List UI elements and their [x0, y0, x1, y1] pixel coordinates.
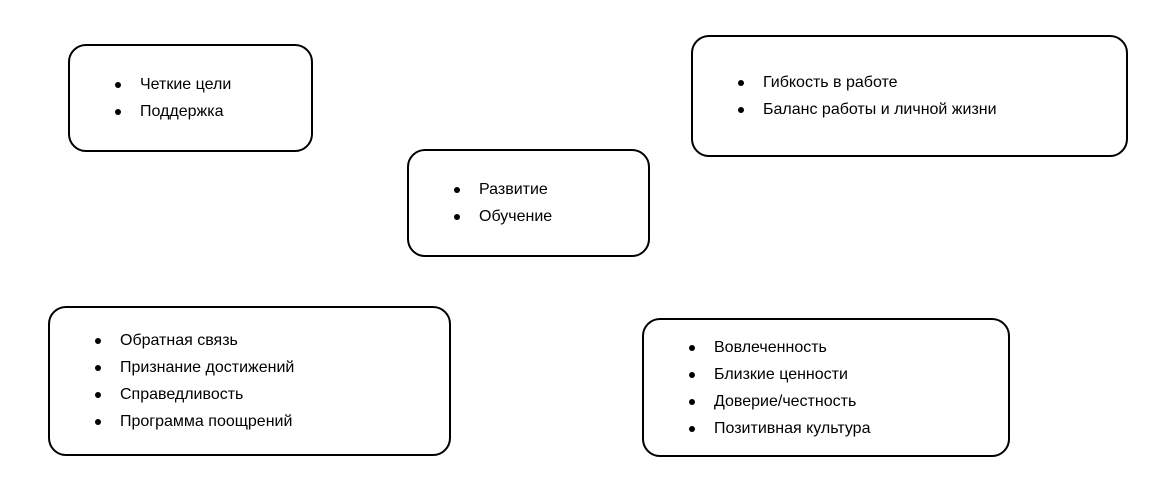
list-item: Поддержка	[114, 98, 231, 125]
list-item: Обучение	[453, 203, 552, 230]
node-development-training: Развитие Обучение	[407, 149, 650, 257]
list-item: Близкие ценности	[688, 361, 870, 388]
list-item: Гибкость в работе	[737, 69, 997, 96]
node-goals-support: Четкие цели Поддержка	[68, 44, 313, 152]
list-item: Справедливость	[94, 381, 294, 408]
bullet-list: Вовлеченность Близкие ценности Доверие/ч…	[644, 334, 880, 442]
list-item: Развитие	[453, 176, 552, 203]
list-item: Признание достижений	[94, 354, 294, 381]
list-item: Баланс работы и личной жизни	[737, 96, 997, 123]
list-item: Обратная связь	[94, 327, 294, 354]
bullet-list: Развитие Обучение	[409, 176, 562, 230]
bullet-list: Четкие цели Поддержка	[70, 71, 241, 125]
list-item: Четкие цели	[114, 71, 231, 98]
node-flexibility-balance: Гибкость в работе Баланс работы и личной…	[691, 35, 1128, 157]
node-engagement-culture: Вовлеченность Близкие ценности Доверие/ч…	[642, 318, 1010, 457]
node-feedback-recognition: Обратная связь Признание достижений Спра…	[48, 306, 451, 456]
list-item: Программа поощрений	[94, 408, 294, 435]
list-item: Вовлеченность	[688, 334, 870, 361]
list-item: Позитивная культура	[688, 415, 870, 442]
bullet-list: Гибкость в работе Баланс работы и личной…	[693, 69, 1007, 123]
bullet-list: Обратная связь Признание достижений Спра…	[50, 327, 304, 435]
list-item: Доверие/честность	[688, 388, 870, 415]
